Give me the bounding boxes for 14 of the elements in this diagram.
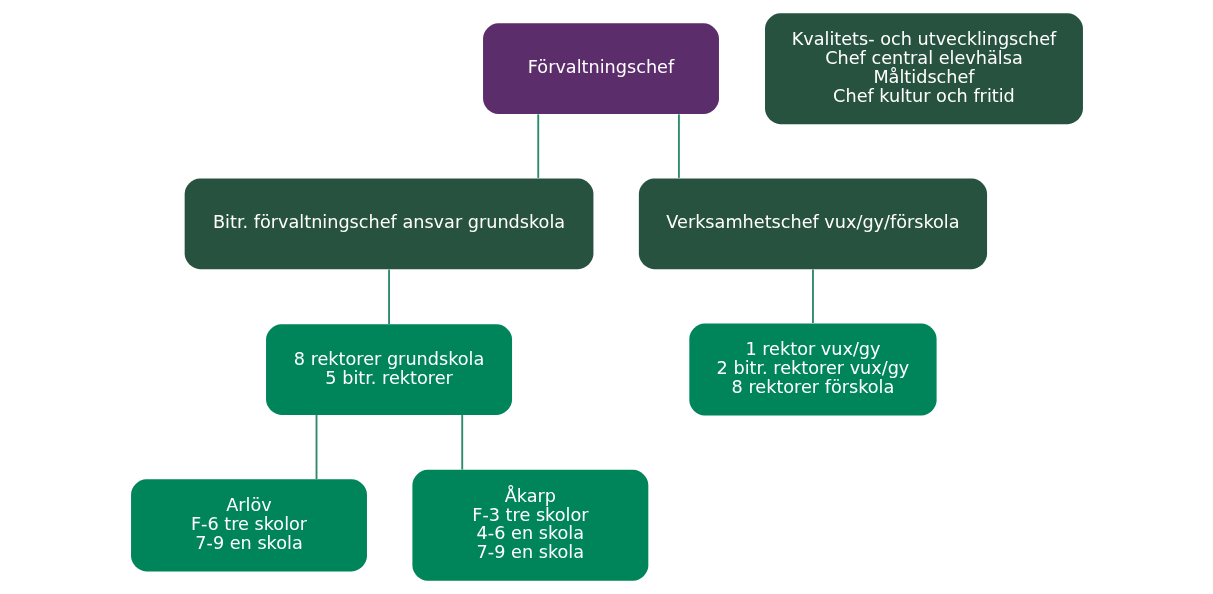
node-box: Verksamhetschef vux/gy/förskola — [638, 178, 987, 270]
connector — [315, 414, 317, 480]
connector — [387, 268, 390, 325]
connector — [536, 113, 539, 179]
connector — [811, 268, 814, 324]
connector — [460, 414, 463, 471]
node-box: Bitr. förvaltningschef ansvar grundskola — [184, 178, 593, 270]
node-box: 8 rektorer grundskola 5 bitr. rektorer — [265, 324, 512, 415]
node-box: Kvalitets- och utvecklingschef Chef central elevhälsa Måltidschef Chef kultur och fritid — [764, 13, 1083, 125]
node-box: Åkarp F-3 tre skolor 4-6 en skola 7-9 en skola — [411, 469, 648, 581]
connector — [677, 113, 680, 179]
node-box: Arlöv F-6 tre skolor 7-9 en skola — [130, 479, 367, 572]
node-box: Förvaltningschef — [482, 23, 719, 115]
node-box: 1 rektor vux/gy 2 bitr. rektorer vux/gy 8 rektorer förskola — [688, 323, 937, 416]
